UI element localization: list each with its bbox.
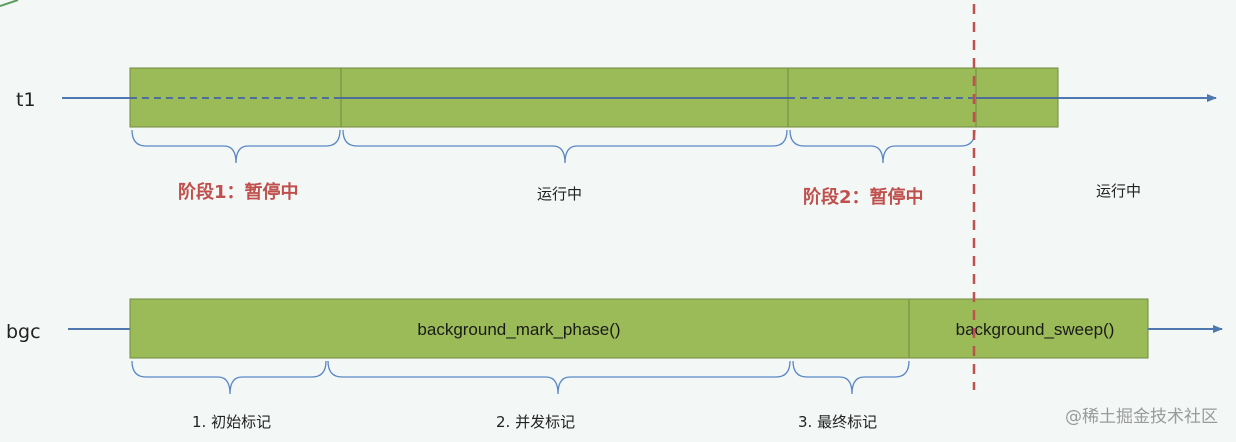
t1-phase-1-label: 阶段1：暂停中	[178, 181, 299, 203]
bgc-brace-step-1	[131, 360, 327, 395]
watermark: @稀土掘金技术社区	[1065, 407, 1218, 427]
bgc-bars	[129, 298, 1149, 359]
t1-brace-pause-1	[131, 129, 341, 164]
t1-running-2-label: 运行中	[1096, 182, 1141, 200]
t1-braces	[131, 129, 976, 164]
bgc-step-3-label: 3. 最终标记	[798, 413, 877, 431]
corner-decoration	[0, 0, 19, 7]
bgc-brace-step-3	[792, 360, 910, 395]
bgc-step-1-label: 1. 初始标记	[192, 413, 271, 431]
t1-phase-2-label: 阶段2：暂停中	[803, 186, 924, 208]
bgc-brace-step-2	[327, 360, 791, 395]
bgc-sweep-label: background_sweep()	[956, 320, 1115, 339]
t1-brace-running-1	[342, 129, 788, 164]
t1-running-1-label: 运行中	[537, 185, 582, 203]
lane-label-bgc: bgc	[6, 321, 41, 343]
bgc-braces	[131, 360, 910, 395]
bgc-mark-phase-label: background_mark_phase()	[417, 320, 620, 339]
t1-bar-pause-1	[129, 67, 342, 128]
lane-label-t1: t1	[16, 89, 36, 111]
t1-brace-pause-2	[789, 129, 976, 164]
bgc-step-2-label: 2. 并发标记	[496, 413, 575, 431]
bgc-bar-mark-phase	[129, 298, 910, 359]
